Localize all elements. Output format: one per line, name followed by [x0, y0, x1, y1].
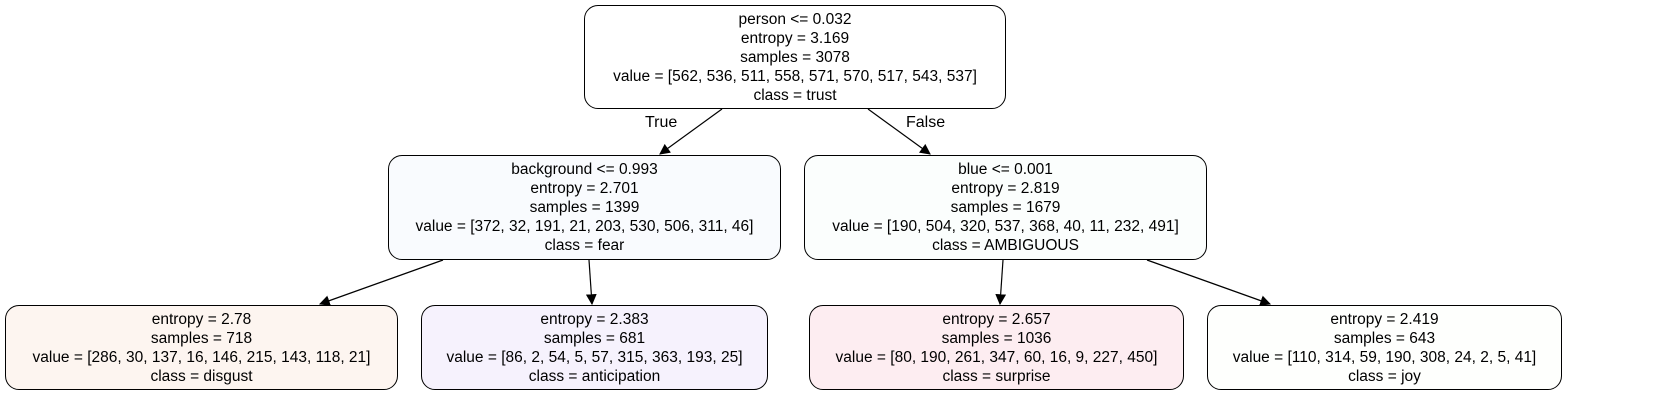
node-line: entropy = 2.819 — [951, 180, 1060, 197]
node-line: entropy = 2.78 — [151, 310, 252, 328]
edge-root-right — [867, 108, 931, 155]
node-line: samples = 718 — [150, 329, 253, 347]
node-line: entropy = 2.419 — [1330, 310, 1439, 328]
node-line: samples = 643 — [1333, 329, 1436, 347]
node-line: samples = 1679 — [950, 199, 1061, 216]
edge-right-leaf-rl — [995, 259, 1007, 306]
node-line: entropy = 2.701 — [530, 180, 639, 197]
node-line: samples = 3078 — [740, 48, 850, 66]
node-line: value = [190, 504, 320, 537, 368, 40, 11… — [832, 218, 1179, 235]
tree-node-root: person <= 0.032 entropy = 3.169 samples … — [584, 5, 1006, 109]
node-line: class = trust — [753, 86, 837, 104]
node-line: class = joy — [1348, 367, 1421, 385]
edge-label-true: True — [645, 114, 678, 131]
tree-node-left: background <= 0.993 entropy = 2.701 samp… — [388, 155, 781, 260]
edge-right-leaf-rr — [1146, 259, 1272, 306]
node-line: value = [562, 536, 511, 558, 571, 570, 5… — [613, 67, 977, 85]
node-line: value = [80, 190, 261, 347, 60, 16, 9, 2… — [835, 348, 1158, 366]
node-line: entropy = 2.383 — [540, 310, 649, 328]
node-line: person <= 0.032 — [738, 10, 852, 28]
node-line: class = surprise — [942, 367, 1051, 385]
tree-node-right: blue <= 0.001 entropy = 2.819 samples = … — [804, 155, 1207, 260]
node-line: samples = 1036 — [941, 329, 1052, 347]
node-line: value = [86, 2, 54, 5, 57, 315, 363, 193… — [446, 348, 743, 366]
tree-leaf-joy: entropy = 2.419 samples = 643 value = [1… — [1207, 305, 1562, 390]
node-line: value = [110, 314, 59, 190, 308, 24, 2, … — [1232, 348, 1537, 366]
tree-leaf-disgust: entropy = 2.78 samples = 718 value = [28… — [5, 305, 398, 390]
node-line: entropy = 3.169 — [740, 29, 850, 47]
node-line: value = [372, 32, 191, 21, 203, 530, 506… — [415, 218, 754, 235]
node-line: value = [286, 30, 137, 16, 146, 215, 143… — [32, 348, 371, 366]
node-line: class = AMBIGUOUS — [932, 237, 1079, 254]
edge-left-leaf-lr — [585, 259, 597, 306]
node-line: entropy = 2.657 — [942, 310, 1051, 328]
node-line: background <= 0.993 — [511, 161, 658, 178]
tree-leaf-surprise: entropy = 2.657 samples = 1036 value = [… — [809, 305, 1184, 390]
node-line: samples = 1399 — [529, 199, 640, 216]
node-line: class = disgust — [150, 367, 253, 385]
node-line: class = fear — [544, 237, 625, 254]
node-line: class = anticipation — [528, 367, 661, 385]
edge-left-leaf-ll — [318, 259, 444, 306]
node-line: blue <= 0.001 — [958, 161, 1053, 178]
edge-root-left — [659, 108, 723, 155]
tree-leaf-anticipation: entropy = 2.383 samples = 681 value = [8… — [421, 305, 768, 390]
node-line: samples = 681 — [543, 329, 646, 347]
edge-label-false: False — [906, 114, 946, 131]
